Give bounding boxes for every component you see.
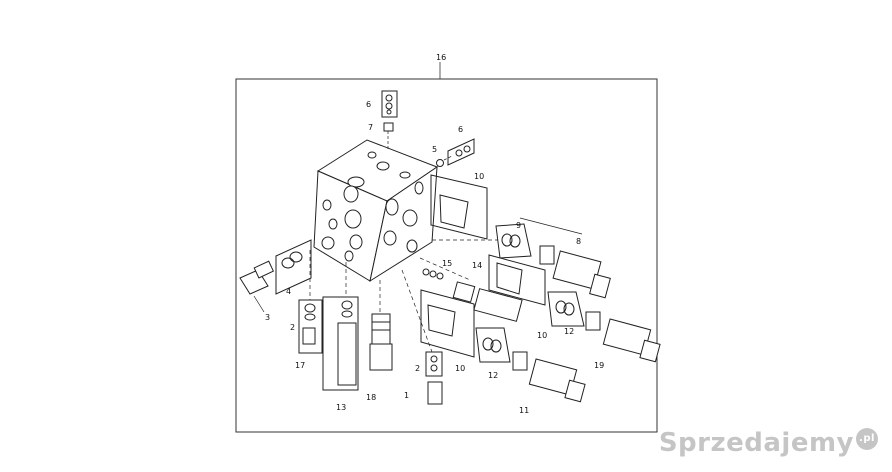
part-10-bottom-box: [420, 289, 475, 358]
callout-10-bottom: 10: [455, 364, 465, 373]
valve-block: [313, 139, 439, 283]
part-13-group: [322, 296, 359, 391]
explosion-lines: [309, 239, 498, 353]
callout-18: 18: [366, 393, 376, 402]
part-19-solenoid: [585, 311, 661, 363]
part-18-cartridge: [369, 313, 393, 371]
callout-6-top: 6: [366, 100, 371, 109]
part-4-box: [275, 239, 312, 295]
sprzedajemy-watermark: Sprzedajemy.pl: [659, 428, 878, 458]
callout-4: 4: [286, 287, 291, 296]
callout-16: 16: [436, 53, 446, 62]
callout-12-right: 12: [564, 327, 574, 336]
callout-1: 1: [404, 391, 409, 400]
callout-8: 8: [576, 237, 581, 246]
part-1-plug: [427, 381, 443, 405]
assembly-frame: [235, 78, 658, 433]
part-5-plug: [436, 159, 444, 167]
callout-19: 19: [594, 361, 604, 370]
part-2-bottom-box: [425, 351, 443, 377]
watermark-suffix: .pl: [856, 428, 878, 450]
part-8-solenoid: [539, 245, 611, 299]
part-14-solenoid: [452, 281, 523, 322]
part-10-top-box: [430, 174, 488, 240]
callout-15: 15: [442, 259, 452, 268]
callout-7: 7: [368, 123, 373, 132]
part-11-solenoid: [512, 351, 586, 403]
part-12-bottom-box: [475, 327, 511, 363]
callout-10-middle: 10: [537, 331, 547, 340]
callout-10-top: 10: [474, 172, 484, 181]
callout-9: 9: [516, 221, 521, 230]
part-9-box: [495, 223, 532, 259]
callout-13: 13: [336, 403, 346, 412]
part-6-top-box: [381, 90, 398, 118]
callout-2-left: 2: [290, 323, 295, 332]
part-15-rings: [422, 268, 444, 280]
callout-5: 5: [432, 145, 437, 154]
watermark-text: Sprzedajemy: [658, 428, 854, 458]
callout-17: 17: [295, 361, 305, 370]
callout-14: 14: [472, 261, 482, 270]
part-12-right-box: [547, 291, 585, 327]
callout-11: 11: [519, 406, 529, 415]
part-14-box: [488, 254, 546, 306]
part-6-right-box: [447, 138, 475, 166]
part-7-plug: [383, 122, 394, 132]
callout-12-bottom: 12: [488, 371, 498, 380]
part-3-plug: [239, 260, 275, 295]
callout-6-right: 6: [458, 125, 463, 134]
callout-3: 3: [265, 313, 270, 322]
part-17-group: [298, 299, 323, 354]
callout-2-bottom: 2: [415, 364, 420, 373]
